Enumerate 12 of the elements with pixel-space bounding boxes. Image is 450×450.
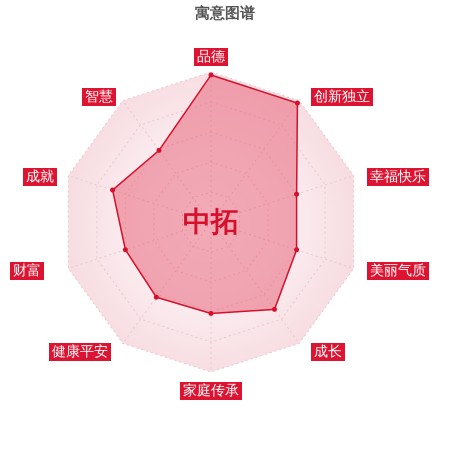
axis-label: 家庭传承 [180,382,242,400]
axis-label: 美丽气质 [367,262,429,280]
axis-label: 智慧 [82,88,116,106]
axis-label: 幸福快乐 [367,168,429,186]
axis-label: 成就 [23,168,57,186]
axis-label: 创新独立 [311,88,373,106]
axis-label: 品德 [194,48,228,66]
chart-title: 寓意图谱 [194,4,256,23]
axis-label: 财富 [10,262,44,280]
center-name: 中拓 [183,204,239,240]
axis-label: 成长 [311,343,345,361]
axis-label: 健康平安 [49,343,111,361]
